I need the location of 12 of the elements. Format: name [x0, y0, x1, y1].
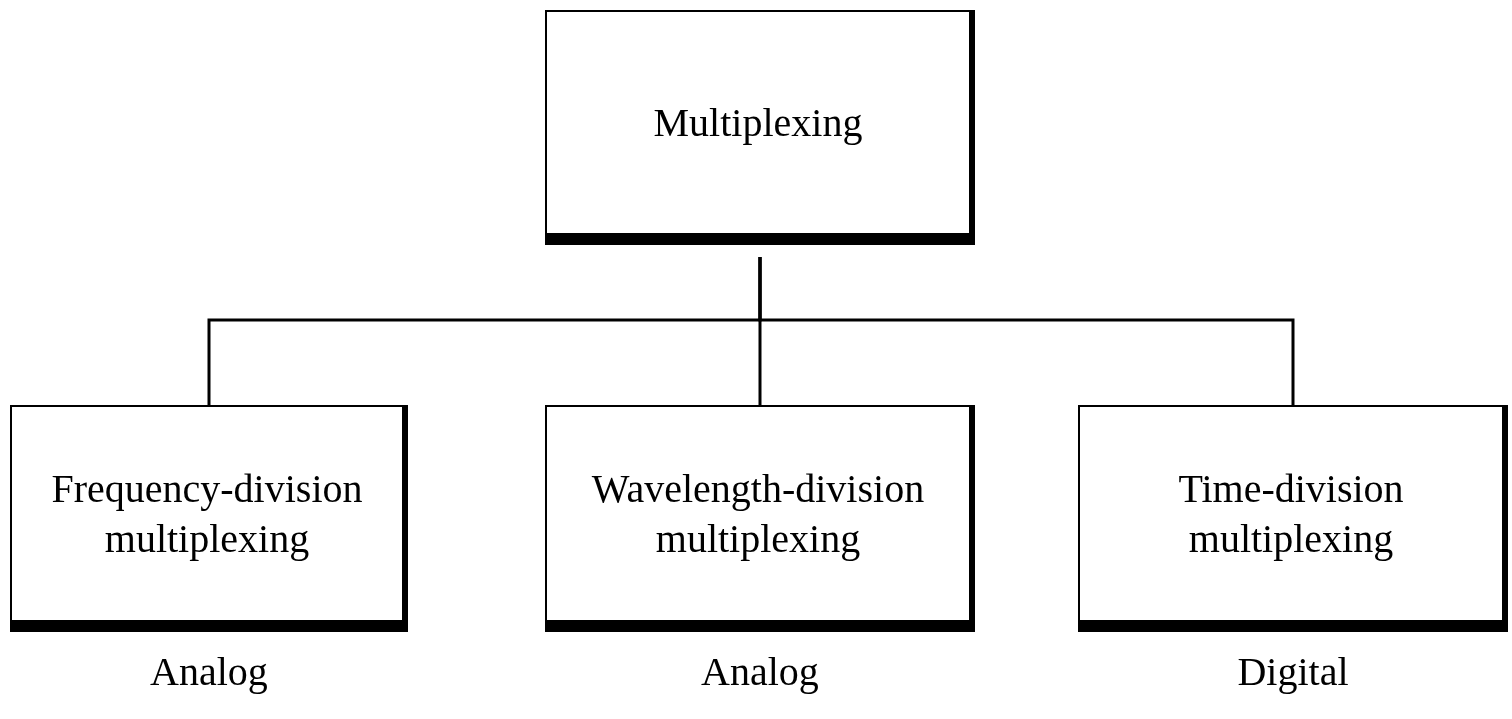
box-label: Multiplexing: [653, 98, 863, 147]
box-label: Frequency-division multiplexing: [50, 464, 364, 563]
process-box: [1078, 405, 1508, 632]
caption-text: Analog: [701, 650, 819, 694]
box-label: Wavelength-division multiplexing: [590, 464, 926, 563]
caption-text: Digital: [1237, 650, 1349, 694]
process-box: [10, 405, 408, 632]
connector-line: [758, 257, 1295, 405]
process-box: [545, 405, 975, 632]
process-box: [545, 10, 975, 245]
box-label: Time-division multiplexing: [1177, 464, 1405, 563]
caption-text: Analog: [150, 650, 268, 694]
